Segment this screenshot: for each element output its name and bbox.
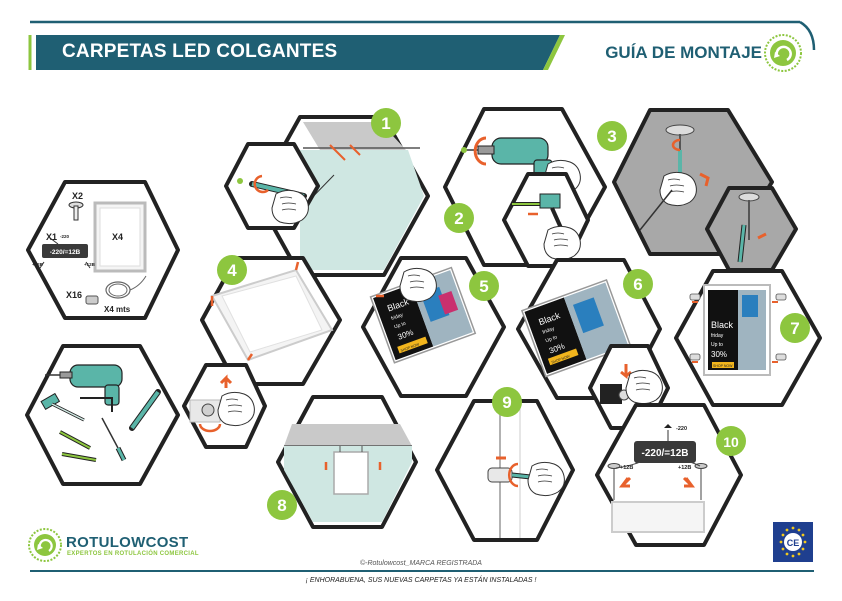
kit-minus220: -220 [60, 234, 70, 239]
step-number-4: 4 [227, 261, 237, 280]
kit-label-x1: X1 [46, 232, 57, 242]
kit-transformer-label: -220/=12B [50, 249, 81, 256]
kit-label-x16: X16 [66, 290, 82, 300]
kit-plus12-left: +12B [32, 262, 44, 267]
step-10-panel [595, 403, 743, 547]
step-badge-5 [469, 271, 499, 301]
header-title-bar [36, 35, 560, 70]
step-7-poster-upto: Up to [711, 342, 723, 348]
step-number-8: 8 [277, 496, 286, 515]
step-7-poster-black: Black [711, 320, 734, 330]
step-number-3: 3 [607, 127, 616, 146]
step-7-poster-shop: SHOP NOW [713, 364, 733, 368]
step-10-plus12-right: +12B [678, 465, 691, 471]
led-panel-icon [93, 201, 147, 273]
footer-message: ¡ ENHORABUENA, SUS NUEVAS CARPETAS YA ES… [305, 577, 537, 584]
step-badge-10 [716, 426, 746, 456]
step-10-transformer-label: -220/=12B [642, 448, 689, 459]
step-number-10: 10 [723, 434, 739, 450]
kit-label-x2: X2 [72, 191, 83, 201]
kit-label-cable: X4 mts [104, 305, 131, 314]
brand-tagline: EXPERTOS EN ROTULACIÓN COMERCIAL [67, 551, 199, 557]
step-5-poster-upto: Up to [393, 321, 406, 331]
step-badge-4 [217, 255, 247, 285]
step-4-detail [182, 363, 267, 449]
ce-mark-text: CE [787, 538, 800, 548]
tools-panel [25, 344, 180, 486]
guide-title: GUÍA DE MONTAJE [605, 43, 762, 62]
step-number-5: 5 [479, 277, 488, 296]
step-10-minus220: -220 [676, 426, 687, 432]
step-badge-3 [597, 121, 627, 151]
step-number-9: 9 [502, 393, 511, 412]
step-4-panel [200, 256, 342, 386]
step-number-2: 2 [454, 209, 463, 228]
step-5-poster-friday: friday [390, 312, 404, 322]
ce-eu-icon: CE [773, 522, 813, 562]
cap-icon [85, 295, 99, 305]
step-number-6: 6 [633, 275, 642, 294]
step-6-poster-shop: SHOP NOW [551, 354, 571, 365]
step-3-detail [705, 186, 798, 272]
step-6-poster-upto: Up to [545, 334, 558, 344]
brand-name: ROTULOWCOST [66, 534, 189, 551]
step-5-panel [361, 256, 506, 398]
cable-icon [105, 275, 147, 299]
step-7-poster-friday: friday [711, 333, 724, 339]
screw-icon [68, 201, 84, 221]
step-number-7: 7 [790, 319, 799, 338]
step-7-panel [674, 269, 822, 407]
copyright-text: ©-Rotulowcost_MARCA REGISTRADA [360, 560, 482, 567]
step-8-panel [276, 395, 418, 529]
step-10-transformer [634, 441, 696, 463]
step-badge-9 [492, 387, 522, 417]
transformer-icon [42, 244, 88, 258]
step-9-panel [435, 399, 575, 542]
allen-key-icon [80, 397, 113, 412]
step-6-poster-friday: friday [542, 326, 556, 336]
step-number-1: 1 [381, 114, 390, 133]
kit-label-x4: X4 [112, 232, 123, 242]
hammer-icon [40, 392, 85, 422]
kit-plus12-right: +12B [84, 262, 96, 267]
screw-small-icon [61, 452, 97, 462]
step-5-poster-shop: SHOP NOW [400, 342, 420, 353]
screwdriver-icon [101, 417, 127, 462]
wall-plug-icon [59, 430, 91, 450]
step-badge-7 [780, 313, 810, 343]
logo-icon [764, 34, 802, 72]
step-badge-1 [371, 108, 401, 138]
page-title: CARPETAS LED COLGANTES [62, 41, 338, 62]
kit-contents-panel [26, 180, 180, 320]
step-badge-2 [444, 203, 474, 233]
step-badge-8 [267, 490, 297, 520]
step-7-poster-percent: 30% [711, 350, 727, 359]
step-10-plus12-left: +12B [620, 465, 633, 471]
step-badge-6 [623, 269, 653, 299]
step-1-detail [224, 142, 320, 230]
pencil-icon [129, 389, 161, 431]
brand-logo-icon [28, 528, 62, 562]
